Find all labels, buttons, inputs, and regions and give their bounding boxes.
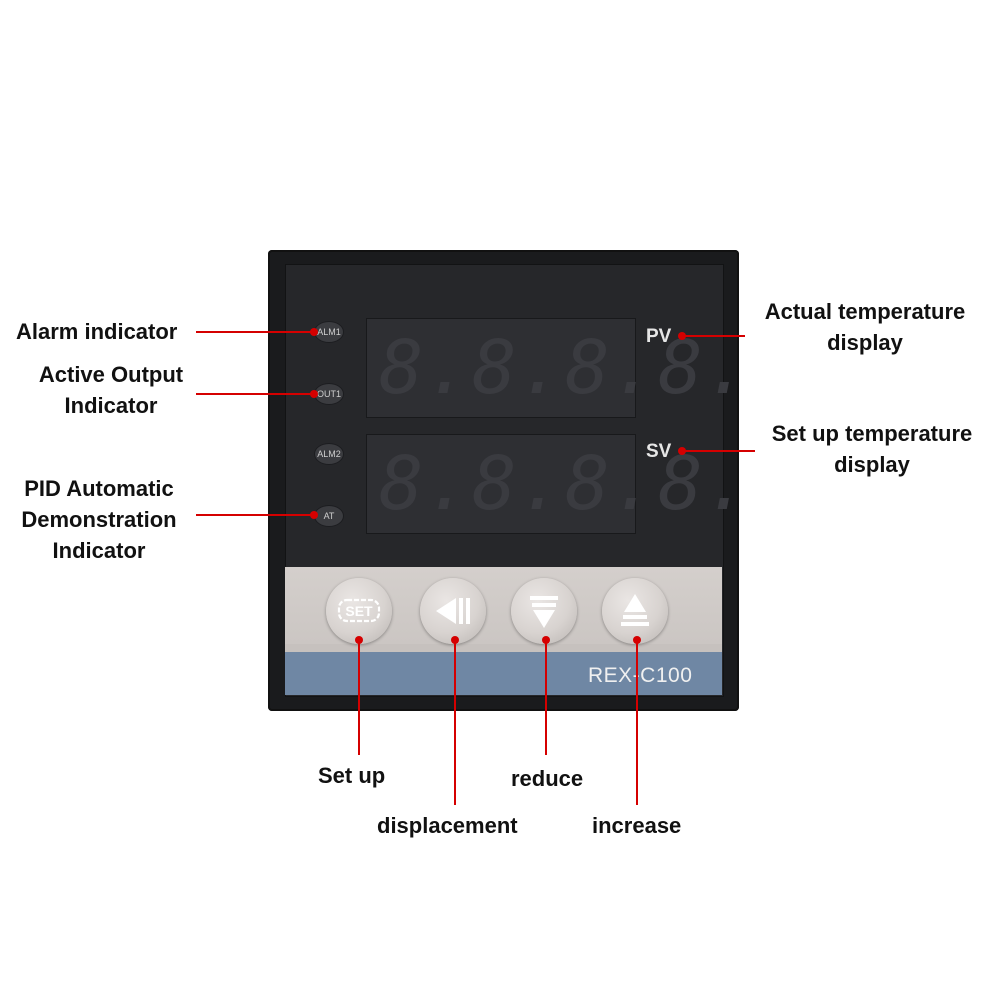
active-output-line1: Active Output	[38, 362, 184, 387]
out1-label: OUT1	[316, 389, 341, 399]
set-up-label: Set up	[318, 763, 386, 788]
active-output-callout-dot	[310, 390, 318, 398]
pid-callout-line	[196, 514, 314, 516]
sv-callout-line	[682, 450, 755, 452]
displacement-label: displacement	[377, 813, 518, 838]
down-arrow-icon	[530, 596, 558, 628]
up-callout-line	[636, 640, 638, 805]
sv-label: SV	[646, 441, 672, 462]
alm1-led: ALM1	[314, 321, 344, 343]
at-label: AT	[323, 511, 335, 521]
set-callout-line	[358, 640, 360, 755]
shift-callout-line	[454, 640, 456, 805]
alm1-label: ALM1	[317, 327, 341, 337]
sv-digits: 8.8.8.8.	[379, 441, 752, 527]
pid-indicator-label: PID Automatic Demonstration Indicator	[6, 473, 192, 566]
active-output-label: Active Output Indicator	[18, 359, 204, 421]
at-led: AT	[314, 505, 344, 527]
setup-temp-line1: Set up temperature	[771, 421, 973, 446]
active-output-callout-line	[196, 393, 314, 395]
pid-line3: Indicator	[52, 538, 146, 563]
set-key-icon: SET	[337, 598, 381, 623]
pv-digits: 8.8.8.8.	[379, 325, 752, 411]
up-button[interactable]	[602, 578, 668, 644]
actual-temp-line1: Actual temperature	[764, 299, 966, 324]
pv-display: 8.8.8.8.	[366, 318, 752, 418]
model-label: REX-C100	[588, 664, 693, 687]
alarm-callout-line	[196, 331, 314, 333]
pid-callout-dot	[310, 511, 318, 519]
sv-display: 8.8.8.8.	[366, 434, 752, 534]
set-key-text: SET	[345, 603, 373, 619]
setup-temp-line2: display	[834, 452, 910, 477]
alm2-label: ALM2	[317, 449, 341, 459]
set-button[interactable]: SET	[326, 578, 392, 644]
out1-led: OUT1	[314, 383, 344, 405]
shift-left-icon	[436, 598, 470, 624]
actual-temp-label: Actual temperature display	[748, 296, 982, 358]
actual-temp-line2: display	[827, 330, 903, 355]
active-output-line2: Indicator	[64, 393, 158, 418]
down-button[interactable]	[511, 578, 577, 644]
increase-label: increase	[592, 813, 682, 838]
reduce-label: reduce	[511, 766, 584, 791]
alarm-indicator-label: Alarm indicator	[16, 319, 178, 344]
pv-callout-line	[682, 335, 745, 337]
alarm-callout-dot	[310, 328, 318, 336]
shift-button[interactable]	[420, 578, 486, 644]
pid-line1: PID Automatic	[24, 476, 174, 501]
model-strip	[285, 652, 722, 695]
setup-temp-label: Set up temperature display	[758, 418, 986, 480]
down-callout-line	[545, 640, 547, 755]
pv-label: PV	[646, 326, 672, 347]
alm2-led: ALM2	[314, 443, 344, 465]
up-arrow-icon	[621, 594, 649, 626]
pid-line2: Demonstration	[21, 507, 177, 532]
